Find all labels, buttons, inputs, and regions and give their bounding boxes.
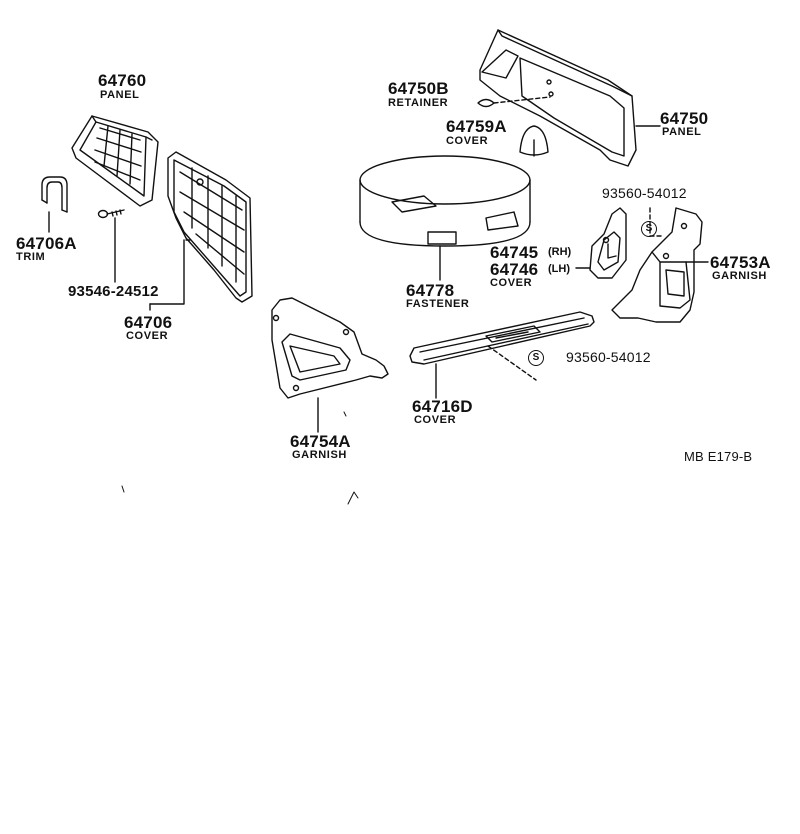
part-name-retainer: RETAINER	[388, 97, 449, 109]
part-name-cover: COVER	[490, 277, 533, 289]
s-symbol-icon: S	[528, 350, 544, 366]
part-number-93560-bottom: 93560-54012	[566, 349, 651, 365]
part-number-64706: 64706	[124, 313, 173, 332]
trim-clip-drawing	[41, 176, 68, 213]
cover-64759a-drawing	[519, 125, 549, 157]
specks	[121, 411, 359, 505]
part-number-64746: 64746	[490, 260, 539, 279]
cover-64706-drawing	[167, 151, 253, 303]
part-number-64706a: 64706A	[16, 234, 77, 253]
garnish-64753a-drawing	[611, 207, 709, 323]
part-name-trim: TRIM	[16, 251, 46, 263]
part-number-64760: 64760	[98, 71, 147, 90]
part-name-fastener: FASTENER	[406, 298, 470, 310]
part-name-panel: PANEL	[100, 89, 140, 101]
side-lh: (LH)	[548, 263, 570, 275]
panel-64750-drawing	[479, 29, 637, 167]
part-name-garnish: GARNISH	[712, 270, 767, 282]
part-number-64754a: 64754A	[290, 432, 351, 451]
screw-drawing	[97, 209, 125, 219]
panel-64760-drawing	[71, 115, 159, 207]
part-number-64745: 64745	[490, 243, 539, 262]
part-name-cover: COVER	[126, 330, 169, 342]
fastener-cylinder-drawing	[359, 155, 531, 281]
part-name-cover: COVER	[414, 414, 457, 426]
retainer-drawing	[477, 96, 551, 108]
part-number-93546: 93546-24512	[68, 283, 159, 300]
garnish-64754a-drawing	[271, 297, 389, 433]
part-number-64778: 64778	[406, 281, 455, 300]
side-rh: (RH)	[548, 246, 572, 258]
part-name-garnish: GARNISH	[292, 449, 347, 461]
part-number-64759a: 64759A	[446, 117, 507, 136]
diagram-code: MB E179-B	[684, 449, 753, 464]
part-number-93560-top: 93560-54012	[602, 185, 687, 201]
part-number-64753a: 64753A	[710, 253, 771, 272]
cover-64745-drawing	[575, 207, 627, 279]
s-symbol-icon: S	[641, 221, 657, 237]
part-number-64716d: 64716D	[412, 397, 473, 416]
part-name-cover: COVER	[446, 135, 489, 147]
leader-lines-left	[48, 211, 191, 311]
part-name-panel: PANEL	[662, 126, 702, 138]
part-number-64750b: 64750B	[388, 79, 449, 98]
cover-64716d-drawing	[409, 311, 595, 399]
part-number-64750: 64750	[660, 109, 709, 128]
